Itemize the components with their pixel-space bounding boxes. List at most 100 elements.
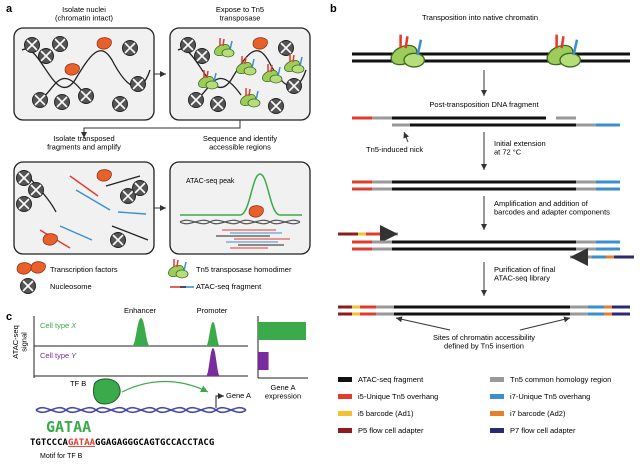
- legend-swatch: [338, 394, 352, 399]
- panel-label-b: b: [330, 3, 337, 15]
- nucleosome-icon: [187, 91, 205, 109]
- promoter-peak-y: [196, 348, 220, 376]
- atac-peak-curve: [180, 173, 302, 216]
- tn5-transposase-icon: [386, 33, 426, 70]
- legend-item-label: ATAC-seq fragment: [358, 375, 424, 384]
- nucleosome-icon: [111, 95, 129, 113]
- final-library: [336, 305, 632, 316]
- legend-swatch: [490, 428, 504, 433]
- nucleosome-icon: [19, 277, 37, 295]
- legend-item-label: i5-Unique Tn5 overhang: [358, 392, 438, 401]
- transcription-factor-icon: [248, 205, 264, 218]
- panel-label-a: a: [6, 3, 13, 15]
- panel-label-c: c: [6, 311, 12, 323]
- transcription-factor-icon: [16, 262, 32, 275]
- expression-bar-x: [258, 322, 306, 340]
- motif-logo: GATAA: [46, 418, 91, 436]
- legend-item-label: P5 flow cell adapter: [358, 426, 424, 435]
- gene-a-label: Gene A: [226, 391, 251, 400]
- y-axis-label: ATAC-seqsignal: [11, 325, 29, 358]
- nucleosome-icon: [129, 75, 147, 93]
- tf-b-protein-icon: [93, 378, 121, 405]
- nucleosome-icon: [31, 91, 49, 109]
- nucleosome-icon: [121, 39, 139, 57]
- legend-item-label: i7-Unique Tn5 overhang: [510, 392, 590, 401]
- nucleosome-icon: [193, 47, 211, 65]
- nucleosome-icon: [15, 195, 33, 213]
- nucleosome-icon: [15, 169, 33, 187]
- nucleosome-icon: [285, 77, 303, 95]
- enhancer-peak-x: [120, 318, 150, 346]
- legend-item-label: Tn5 common homology region: [510, 375, 611, 384]
- transcription-factor-icon: [252, 37, 268, 50]
- legend-item-label: P7 flow cell adapter: [510, 426, 576, 435]
- fragment-post-transposition: [352, 116, 620, 127]
- transcription-factor-icon: [64, 63, 80, 76]
- transcription-factor-icon: [96, 37, 112, 50]
- nucleosome-icon: [23, 36, 41, 54]
- legend-item-label: i7 barcode (Ad2): [510, 409, 566, 418]
- legend-fragment: ATAC-seq fragment: [196, 282, 262, 291]
- tf-b-label: TF B: [70, 379, 86, 388]
- atac-peak-label: ATAC-seq peak: [186, 178, 235, 185]
- nucleosome-icon: [77, 87, 95, 105]
- signal-tracks: ATAC-seqsignal Cell type X Cell type Y E…: [11, 306, 248, 378]
- legend-swatch: [338, 428, 352, 433]
- transcription-factor-icon: [30, 261, 46, 274]
- nucleosome-icon: [27, 181, 45, 199]
- legend-panel-a: Transcription factors Tn5 transposase ho…: [16, 258, 292, 295]
- legend-swatch: [338, 411, 352, 416]
- tss-arrow: [215, 393, 224, 408]
- cell-type-x-label: Cell type X: [40, 321, 77, 330]
- nucleosome-icon: [267, 97, 285, 115]
- native-chromatin: [352, 33, 630, 70]
- legend-tf: Transcription factors: [50, 265, 118, 274]
- step-transposition: Transposition into native chromatin: [422, 13, 538, 22]
- nucleosome-icon: [109, 231, 127, 249]
- transcription-factor-icon: [42, 233, 58, 246]
- tf-binding-scheme: TF B Gene A GATAA TGTCCCAGATAAGGAGAGGGCA…: [30, 378, 251, 460]
- legend-swatch: [338, 377, 352, 382]
- transcription-factor-icon: [96, 169, 112, 182]
- enhancer-label: Enhancer: [124, 306, 157, 315]
- box1-title: Isolate nuclei(chromatin intact): [55, 5, 113, 23]
- legend-item-label: i5 barcode (Ad1): [358, 409, 414, 418]
- legend-swatch: [490, 394, 504, 399]
- nucleosome-icon: [209, 95, 227, 113]
- legend-nucleosome: Nucleosome: [50, 282, 92, 291]
- nucleosome-icon: [277, 39, 295, 57]
- dna-sequence: TGTCCCAGATAAGGAGAGGGCAGTGCCACCTACG: [30, 438, 214, 448]
- read-stack: [216, 229, 290, 249]
- nucleosome-icon: [53, 93, 71, 111]
- cell-type-y-label: Cell type Y: [40, 351, 77, 360]
- nucleosome-icon: [51, 35, 69, 53]
- promoter-peak-x: [196, 322, 220, 346]
- legend-panel-b: ATAC-seq fragment Tn5 common homology reg…: [338, 375, 611, 435]
- nick-label: Tn5-induced nick: [366, 145, 423, 154]
- legend-swatch: [490, 411, 504, 416]
- tn5-transposase-icon: [165, 258, 189, 280]
- legend-swatch: [490, 377, 504, 382]
- expression-bar-y: [258, 352, 269, 370]
- nucleosome-icon: [179, 36, 197, 54]
- fragment-extended: [352, 180, 620, 191]
- dna-strand: [35, 406, 247, 414]
- box-isolate-nuclei: Isolate nuclei(chromatin intact): [13, 5, 155, 121]
- motif-caption: Motif for TF B: [40, 453, 83, 460]
- fragment-amplified: [338, 225, 634, 266]
- nucleosome-icon: [131, 179, 149, 197]
- step-post-transposition: Post-transposition DNA fragment: [429, 100, 539, 109]
